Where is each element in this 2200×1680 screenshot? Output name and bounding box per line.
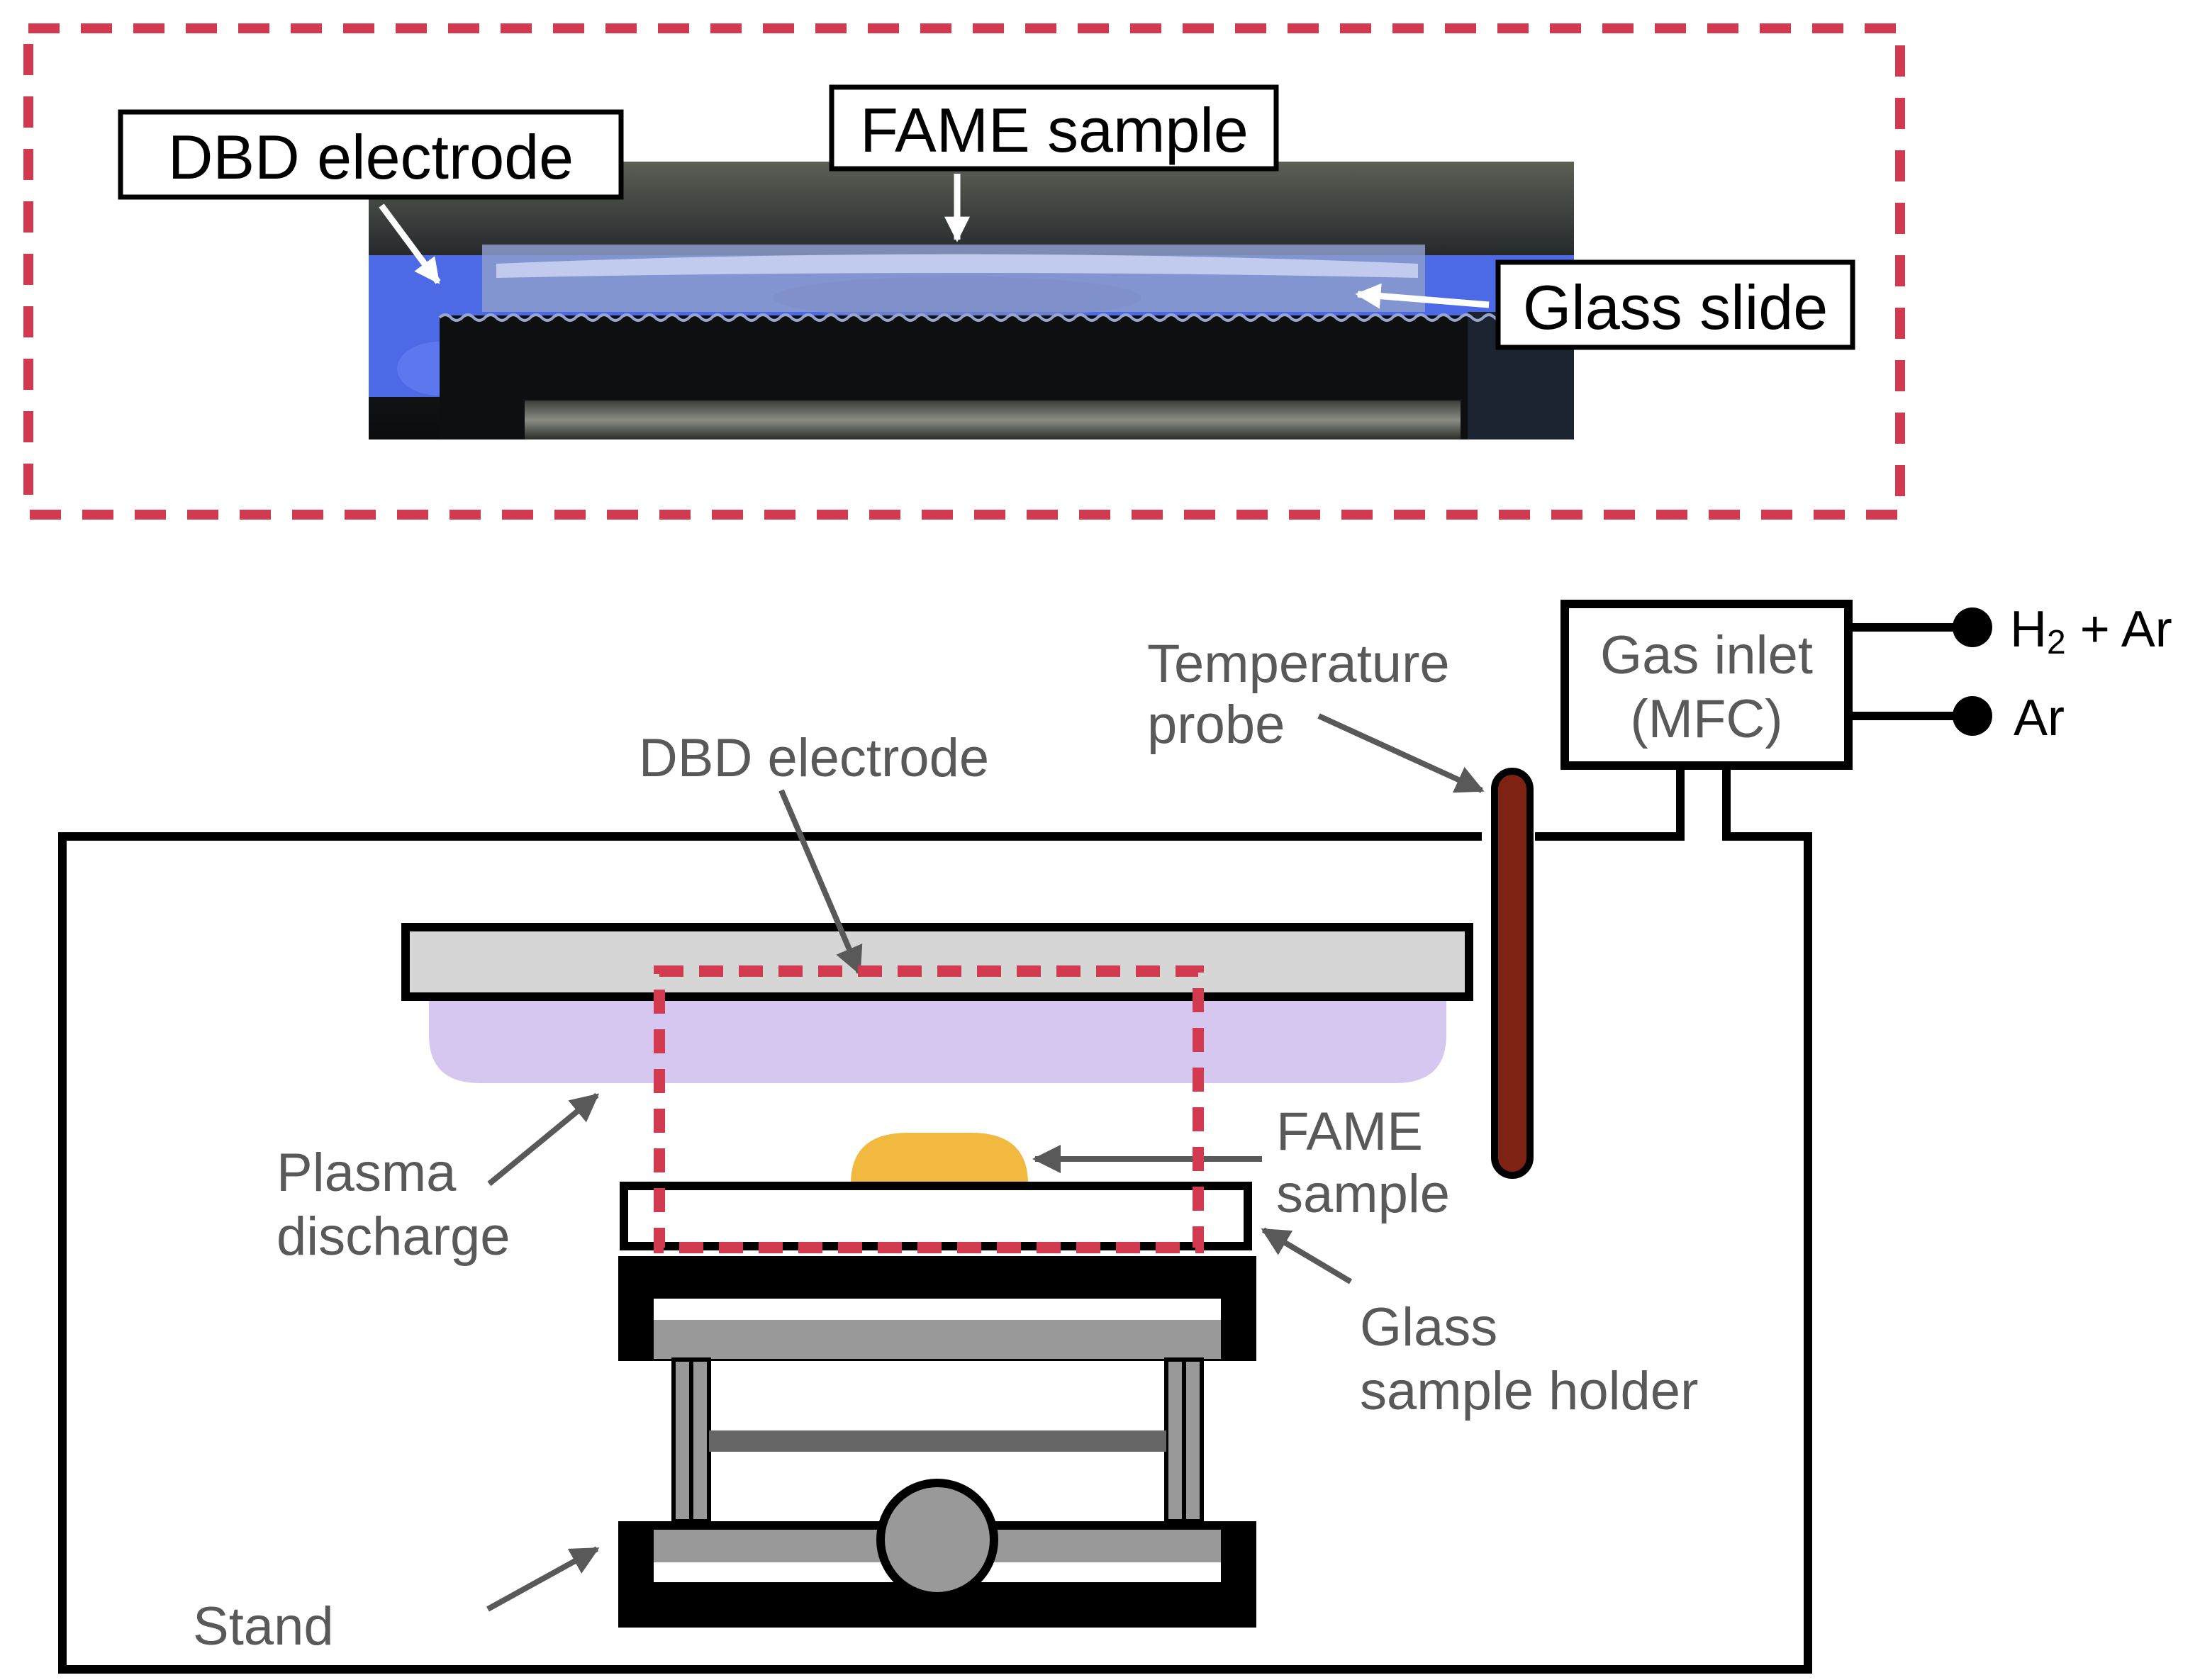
label-plasma-line1: Plasma bbox=[277, 1143, 457, 1203]
photo-label-electrode: DBD electrode bbox=[118, 109, 624, 200]
dbd-electrode bbox=[401, 923, 1473, 1001]
photo-fame-sample bbox=[496, 254, 1418, 278]
gas-port-h2-ar bbox=[1953, 607, 1992, 647]
label-plasma-line2: discharge bbox=[277, 1206, 510, 1267]
lab-jack-stand bbox=[618, 1256, 1256, 1628]
gas-label-ar: Ar bbox=[2014, 690, 2065, 746]
schematic: Gas inlet (MFC) H2 + Ar Ar Temperature p… bbox=[58, 600, 2172, 1674]
label-electrode: DBD electrode bbox=[639, 728, 989, 788]
svg-text:(MFC): (MFC) bbox=[1630, 689, 1782, 749]
temperature-probe bbox=[1491, 768, 1534, 1179]
schematic-highlight-frame bbox=[654, 965, 1204, 1253]
label-probe-line1: Temperature bbox=[1147, 634, 1450, 694]
photo-arrow-slide bbox=[1355, 283, 1490, 309]
label-stand: Stand bbox=[193, 1596, 334, 1657]
photo-arrow-electrode bbox=[379, 203, 441, 284]
photo-highlight-frame bbox=[23, 23, 1905, 520]
svg-text:Glass slide: Glass slide bbox=[1523, 272, 1828, 342]
label-fame-line2: sample bbox=[1276, 1164, 1450, 1224]
label-probe-line2: probe bbox=[1147, 695, 1285, 755]
arrow-stand bbox=[486, 1546, 600, 1612]
glass-sample-holder bbox=[620, 1182, 1252, 1250]
gas-inlet-box: Gas inlet (MFC) bbox=[1560, 600, 1853, 770]
svg-text:FAME sample: FAME sample bbox=[860, 95, 1249, 165]
photo-image bbox=[369, 162, 1574, 439]
arrow-holder bbox=[1261, 1227, 1353, 1284]
reaction-chamber bbox=[58, 832, 1812, 1674]
arrow-plasma bbox=[487, 1092, 600, 1187]
fame-sample bbox=[851, 1133, 1028, 1184]
arrow-electrode bbox=[778, 789, 863, 975]
svg-text:DBD electrode: DBD electrode bbox=[168, 122, 574, 192]
gas-port-ar bbox=[1953, 696, 1992, 736]
label-holder-line2: sample holder bbox=[1360, 1361, 1698, 1421]
photo-inset: DBD electrode FAME sample Glass slide bbox=[23, 23, 1905, 520]
gas-label-h2-ar: H2 + Ar bbox=[2010, 601, 2172, 661]
plasma-discharge bbox=[429, 999, 1446, 1083]
svg-text:Gas inlet: Gas inlet bbox=[1600, 625, 1813, 685]
arrow-probe bbox=[1317, 713, 1485, 793]
label-fame-line1: FAME bbox=[1276, 1102, 1423, 1162]
label-holder-line1: Glass bbox=[1360, 1297, 1497, 1357]
photo-label-slide: Glass slide bbox=[1495, 259, 1855, 350]
photo-label-sample: FAME sample bbox=[829, 84, 1279, 172]
photo-stand-rod bbox=[525, 401, 1461, 439]
